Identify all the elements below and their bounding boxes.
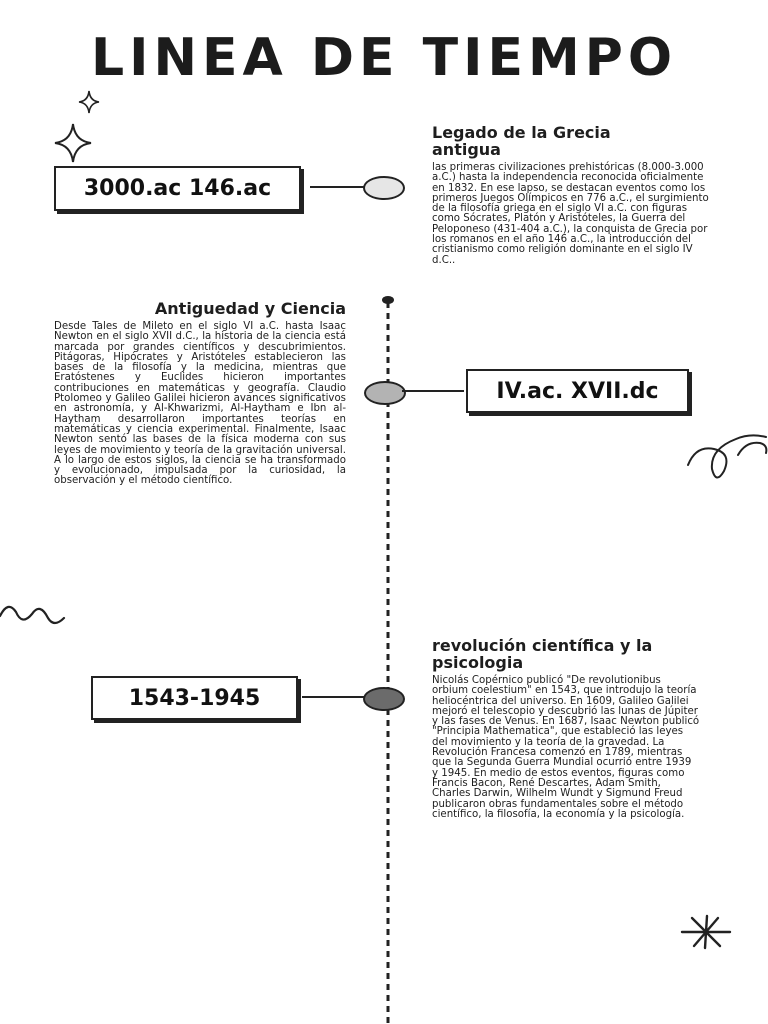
page-title: LINEA DE TIEMPO [90,28,678,88]
date-label: 1543-1945 [128,685,261,711]
date-box: 3000.ac 146.ac [54,166,301,211]
connector-line [302,696,364,698]
event-body: Nicolás Copérnico publicó "De revolution… [432,675,700,820]
timeline-node [363,687,405,711]
swirl-icon [687,434,768,479]
event-heading: revolución científica y la psicologia [432,636,653,672]
date-label: 3000.ac 146.ac [83,176,272,201]
event-body: las primeras civilizaciones prehistórica… [432,162,709,266]
date-box: IV.ac. XVII.dc [466,369,689,413]
sparkle-icon [54,123,92,163]
squiggle-icon [0,605,66,625]
date-label: IV.ac. XVII.dc [496,378,659,404]
timeline-node [363,176,405,200]
date-box: 1543-1945 [91,676,298,720]
connector-line [402,390,464,392]
sparkle-icon [78,90,100,114]
event-body: Desde Tales de Mileto en el siglo VI a.C… [54,321,346,487]
connector-line [310,186,364,188]
asterisk-icon [680,914,732,950]
timeline-axis [382,296,394,1024]
event-heading: Legado de la Grecia antigua [432,123,611,159]
timeline-node [364,381,406,405]
event-heading: Antiguedad y Ciencia [154,299,346,318]
